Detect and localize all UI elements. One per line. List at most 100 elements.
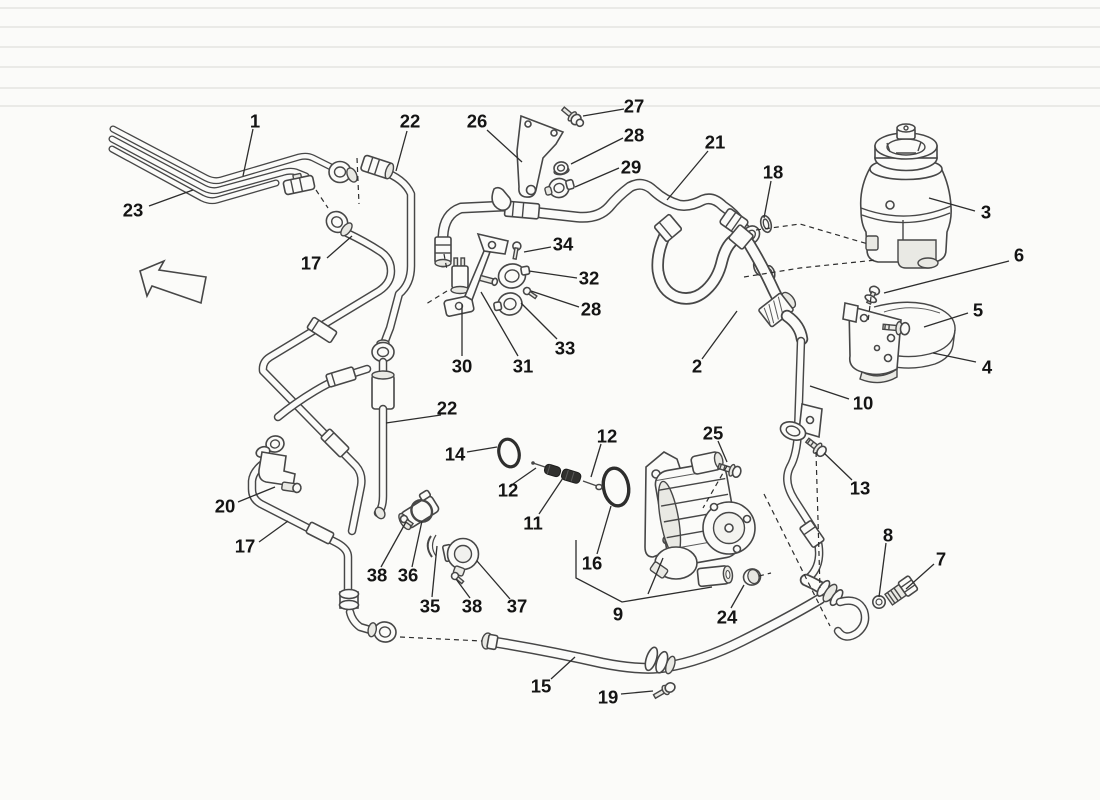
- part-label-24-31: 24: [717, 607, 738, 628]
- part-label-13-29: 13: [850, 478, 871, 499]
- fitting-7: [884, 575, 919, 606]
- leader-line-16-27: [596, 505, 612, 555]
- leader-line-22-1: [395, 130, 408, 172]
- power-steering-pump: [644, 451, 756, 588]
- part-label-16-27: 16: [582, 553, 603, 574]
- part-label-28-6: 28: [624, 125, 645, 146]
- part-label-7-42: 7: [936, 549, 946, 570]
- pump-outlet-port: [696, 565, 734, 588]
- hose-end: [653, 213, 683, 243]
- part-label-9-30: 9: [613, 604, 623, 625]
- clamp-33: [493, 292, 523, 316]
- pipe-sleeve: [305, 521, 335, 545]
- part-label-4-13: 4: [982, 357, 993, 378]
- dashed-line-11: [425, 290, 448, 305]
- leader-line-2-14: [701, 310, 738, 360]
- dashed-line-5: [763, 493, 831, 627]
- dashed-line-1: [315, 189, 329, 209]
- part-label-22-1: 22: [400, 111, 421, 132]
- leader-line-23-2: [148, 189, 194, 207]
- leader-line-7-42: [905, 563, 935, 590]
- part-label-22-22: 22: [437, 398, 458, 419]
- pipe-sleeve: [306, 316, 338, 344]
- part-label-29-7: 29: [621, 157, 642, 178]
- hose-end: [728, 224, 754, 250]
- reservoir-cap: [874, 123, 938, 172]
- leader-line-31-21: [480, 291, 519, 357]
- part-label-11-26: 11: [523, 513, 543, 534]
- dashed-line-7: [755, 223, 869, 245]
- leader-line-14-23: [466, 446, 498, 453]
- leader-line-32-17: [528, 270, 578, 279]
- leader-line-12-24: [590, 443, 602, 478]
- washer-8: [871, 594, 886, 609]
- leader-line-21-8: [666, 150, 709, 201]
- leader-line-12-25: [512, 467, 537, 485]
- pipe-bracket-20: [255, 435, 302, 494]
- part-label-38-34: 38: [367, 565, 388, 586]
- pin: [478, 274, 499, 287]
- dashed-line-6: [443, 253, 448, 271]
- leader-line-10-15: [809, 385, 850, 400]
- part-label-17-33: 17: [235, 536, 256, 557]
- screw-13: [804, 437, 827, 458]
- part-label-17-3: 17: [301, 253, 322, 274]
- leader-line-34-16: [523, 246, 552, 253]
- bolt-28b: [522, 286, 538, 300]
- reservoir-clamp-bracket-4: [842, 285, 956, 384]
- pump-top-port: [690, 451, 724, 475]
- part-label-2-14: 2: [692, 356, 702, 377]
- part-label-19-40: 19: [598, 687, 619, 708]
- return-pipe-17: [252, 210, 397, 643]
- leader-line-18-9: [763, 180, 772, 219]
- screw-25: [716, 462, 742, 479]
- part-label-18-9: 18: [763, 162, 784, 183]
- scan-artifact-lines: [0, 7, 1100, 107]
- assembly-dashed-lines: [315, 157, 877, 642]
- part-label-1-0: 1: [250, 111, 260, 132]
- port-stud: [281, 481, 302, 494]
- dashed-line-10: [758, 572, 772, 577]
- part-label-6-11: 6: [1014, 245, 1024, 266]
- leader-line-17-3: [326, 235, 353, 259]
- spring-clip-35: [426, 534, 437, 558]
- part-label-12-25: 12: [498, 480, 519, 501]
- clamp-32: [497, 263, 531, 289]
- leader-line-26-4: [486, 129, 523, 163]
- leader-line-11-26: [538, 477, 564, 515]
- line-grommet: [282, 172, 316, 196]
- part-label-10-15: 10: [853, 393, 874, 414]
- plug-24: [742, 568, 762, 586]
- leader-line-22-22: [385, 414, 442, 424]
- part-label-23-2: 23: [123, 200, 144, 221]
- leader-line-37-38: [476, 560, 511, 600]
- dashed-line-9: [867, 296, 872, 323]
- leader-line-15-39: [550, 656, 576, 680]
- part-label-34-16: 34: [553, 234, 574, 255]
- leader-line-36-35: [411, 520, 423, 568]
- pipe-sleeve: [371, 370, 395, 410]
- fluid-reservoir: [859, 123, 952, 269]
- leader-line-6-11: [883, 260, 1010, 294]
- screw-5: [882, 320, 911, 336]
- part-label-32-17: 32: [579, 268, 600, 289]
- bolt-38a: [399, 514, 415, 527]
- pipe-nut: [371, 339, 395, 363]
- dashed-line-2: [399, 636, 483, 642]
- bolt-6: [864, 285, 881, 306]
- bracket-26: [516, 114, 565, 198]
- leader-line-4-13: [932, 352, 977, 363]
- part-label-15-39: 15: [531, 676, 552, 697]
- hose-start-fitting: [481, 632, 499, 651]
- part-label-28-18: 28: [581, 299, 602, 320]
- pipe-rings: [338, 588, 360, 611]
- leader-line-8-41: [878, 542, 887, 598]
- leader-line-9-30: [647, 557, 664, 595]
- pipe-clamp: [779, 421, 807, 441]
- bolt-38b: [450, 571, 465, 585]
- part-label-8-41: 8: [883, 525, 893, 546]
- pressure-pipe-22: [360, 154, 411, 520]
- leader-line-29-7: [574, 167, 620, 188]
- leader-line-38-37: [455, 578, 471, 599]
- spring-11: [531, 461, 603, 491]
